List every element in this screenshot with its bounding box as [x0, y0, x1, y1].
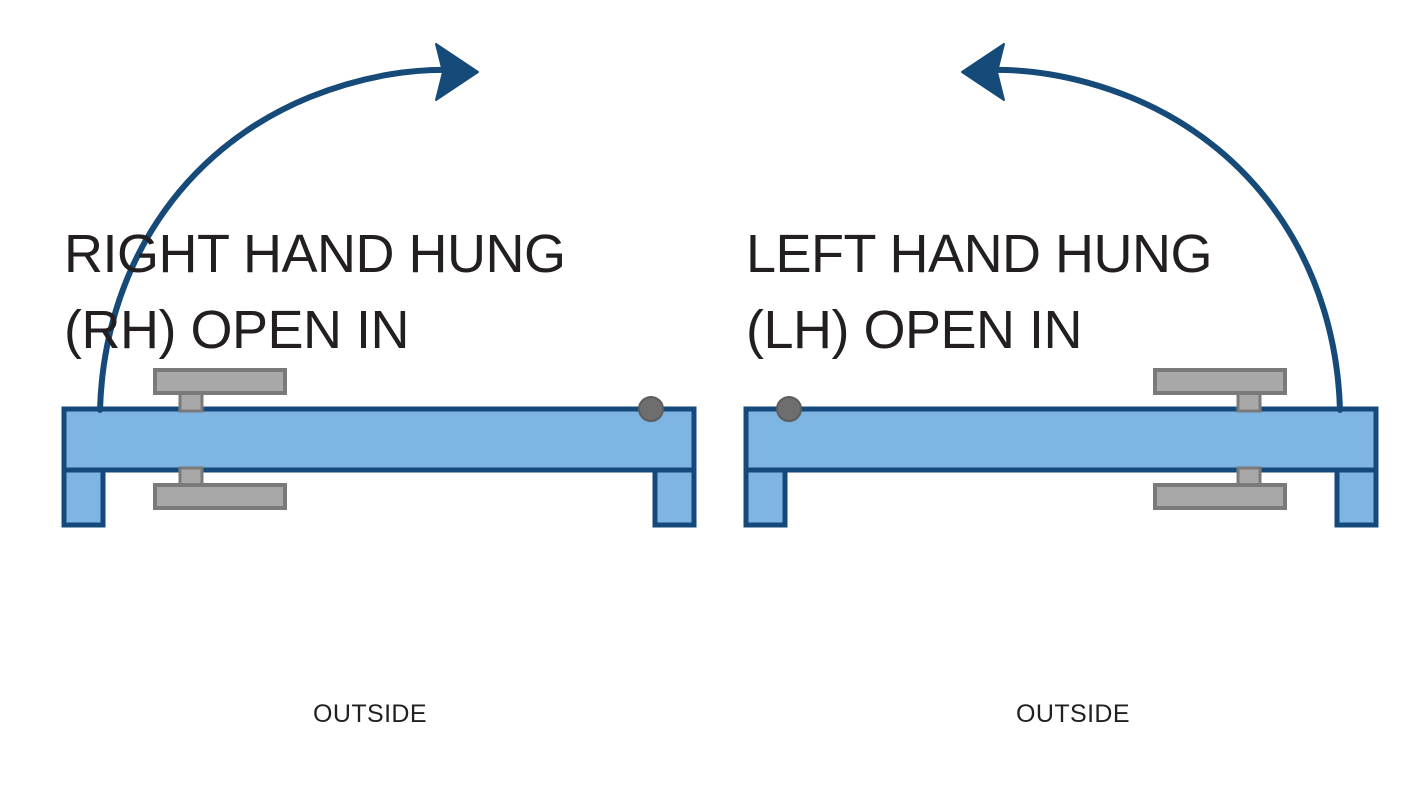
- left-hand-hung-diagram: LEFT HAND HUNG (LH) OPEN IN OUTSIDE: [743, 43, 1379, 728]
- right-hand-hung-diagram: RIGHT HAND HUNG (RH) OPEN IN OUTSIDE: [61, 43, 697, 728]
- swing-arc-path-rh: [97, 66, 455, 413]
- hinge-pivot-lh: [776, 396, 802, 422]
- outside-label-rh: OUTSIDE: [313, 700, 427, 728]
- title-line2-rh: (RH) OPEN IN: [64, 300, 409, 360]
- handle-top-lh: [1153, 368, 1287, 413]
- handle-plate-bottom-rh: [153, 483, 287, 510]
- swing-arc-lh: [961, 43, 1343, 413]
- handle-bottom-lh: [1153, 466, 1287, 510]
- swing-arc-path-lh: [985, 66, 1343, 413]
- hinge-pivot-rh: [638, 396, 664, 422]
- handle-bottom-rh: [153, 466, 287, 510]
- title-line1-rh: RIGHT HAND HUNG: [64, 224, 566, 284]
- handle-plate-top-lh: [1153, 368, 1287, 395]
- right-arrow-head: [435, 43, 479, 101]
- swing-arc-rh: [97, 43, 479, 413]
- title-line1-lh: LEFT HAND HUNG: [746, 224, 1212, 284]
- title-line2-lh: (LH) OPEN IN: [746, 300, 1082, 360]
- outside-label-lh: OUTSIDE: [1016, 700, 1130, 728]
- door-slab-lh: [743, 406, 1379, 473]
- door-slab-rh: [61, 406, 697, 473]
- handle-plate-top-rh: [153, 368, 287, 395]
- door-frame-rh: [61, 406, 697, 528]
- left-arrow-head: [961, 43, 1005, 101]
- door-frame-lh: [743, 406, 1379, 528]
- handle-top-rh: [153, 368, 287, 413]
- handle-plate-bottom-lh: [1153, 483, 1287, 510]
